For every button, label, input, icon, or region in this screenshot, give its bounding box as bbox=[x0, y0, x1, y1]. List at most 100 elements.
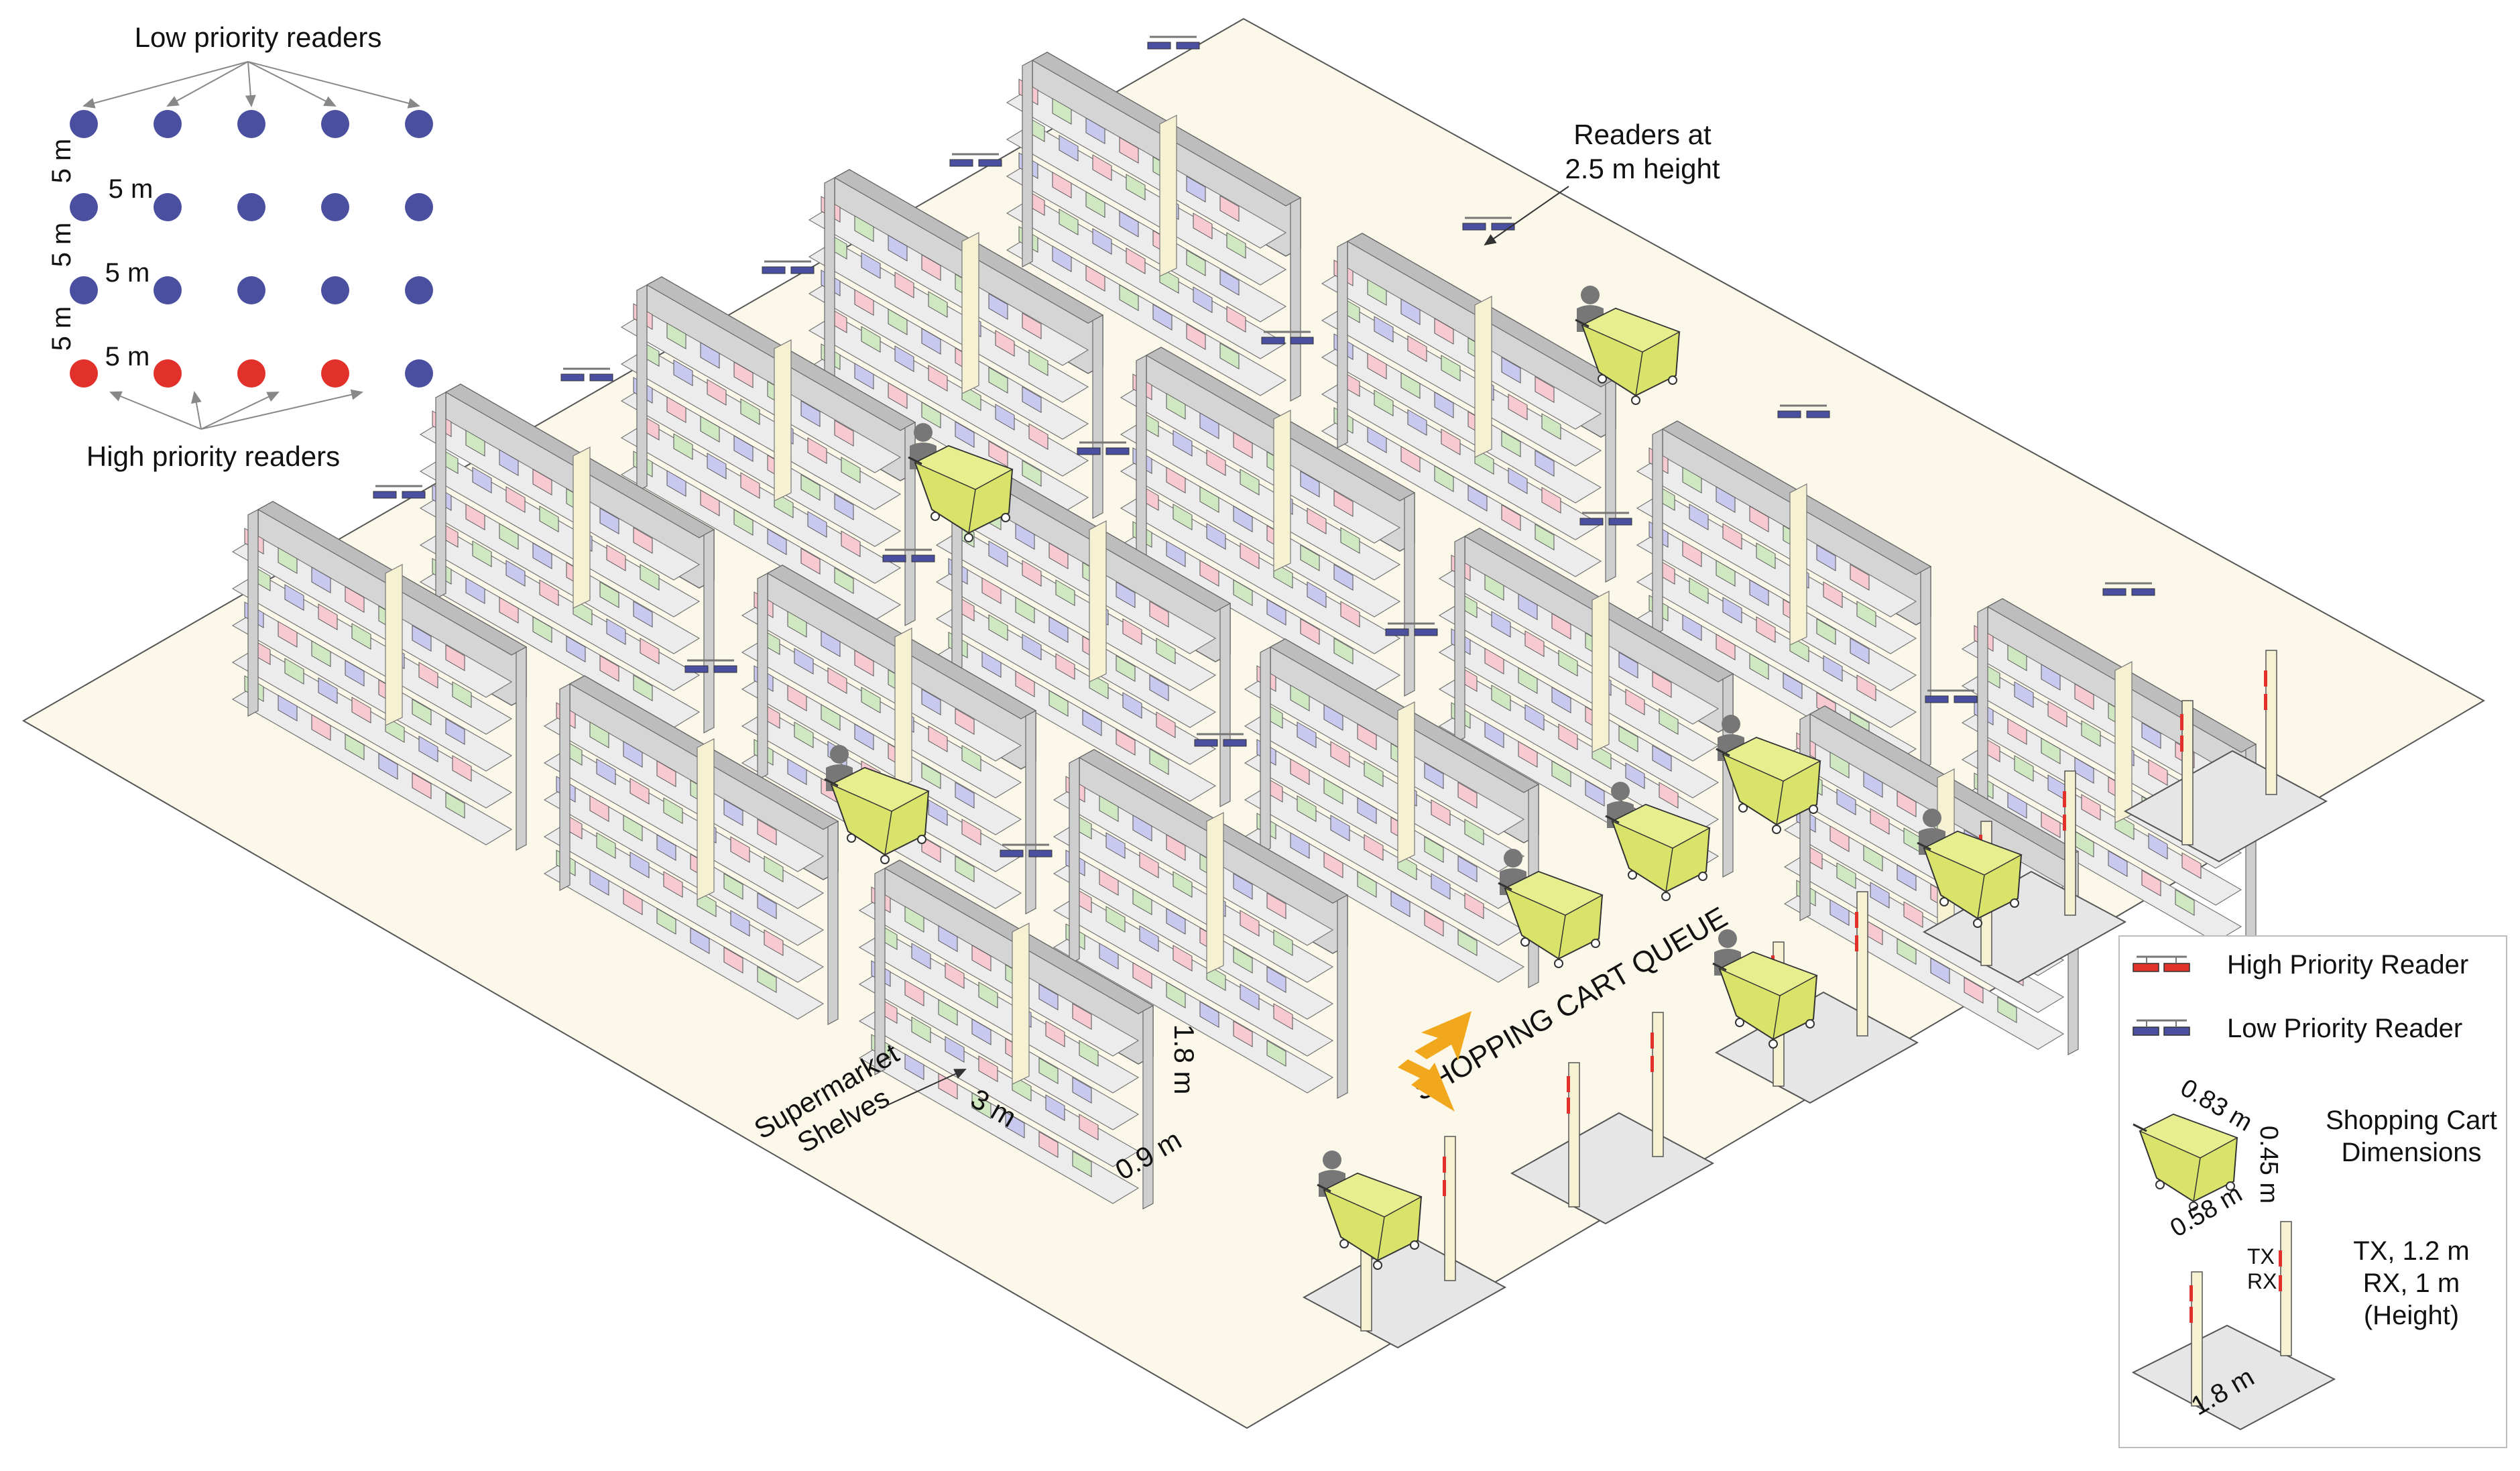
gate-tx-pole bbox=[2265, 650, 2277, 795]
product-box bbox=[1524, 704, 1545, 731]
product-box bbox=[981, 651, 1002, 678]
shopper-head bbox=[1504, 849, 1522, 868]
product-box bbox=[640, 638, 660, 664]
product-box bbox=[1193, 213, 1213, 239]
product-box bbox=[787, 685, 807, 711]
legend-panel: TX RX 1.8 m 0.83 m 0.45 m 0.58 m High Pr… bbox=[2118, 935, 2507, 1448]
gate-rx-pole bbox=[2181, 700, 2194, 845]
product-box bbox=[1126, 247, 1146, 274]
shelf-board bbox=[543, 784, 825, 946]
shelf-board bbox=[1636, 455, 1917, 617]
shelf-board bbox=[1321, 341, 1602, 504]
product-box bbox=[1038, 1057, 1059, 1084]
product-box bbox=[599, 581, 619, 608]
product-box bbox=[800, 548, 821, 575]
shopping-cart bbox=[908, 423, 1014, 542]
product-box bbox=[894, 345, 914, 372]
overhead-readers bbox=[373, 36, 2155, 858]
product-box bbox=[1424, 762, 1444, 789]
product-box bbox=[723, 947, 743, 974]
product-box bbox=[1340, 601, 1360, 628]
product-box bbox=[666, 470, 686, 497]
product-box bbox=[904, 1053, 924, 1080]
product-box bbox=[1856, 601, 1876, 628]
product-box bbox=[834, 493, 854, 520]
product-box bbox=[1166, 982, 1186, 1008]
shelf-side-panel bbox=[435, 392, 446, 599]
product-box bbox=[2014, 681, 2034, 708]
shelf-divider bbox=[1012, 923, 1030, 1085]
product-box bbox=[1716, 486, 1736, 513]
product-box bbox=[928, 725, 948, 752]
product-box bbox=[311, 640, 331, 667]
shelf-board bbox=[231, 683, 513, 845]
shelf-side-panel bbox=[757, 573, 768, 780]
product-box bbox=[945, 1036, 965, 1063]
shelf-side-panel bbox=[1025, 710, 1036, 915]
low-priority-reader-icon bbox=[1385, 622, 1438, 636]
product-box bbox=[1618, 652, 1638, 679]
product-box bbox=[1829, 752, 1850, 778]
reader-layout-inset: 5 m5 m5 m5 m5 m5 m bbox=[47, 61, 433, 430]
queue-arrow-lower bbox=[1398, 1059, 1455, 1112]
shelf-unit bbox=[1053, 749, 1349, 1099]
low-priority-reader-icon bbox=[1147, 36, 1200, 50]
product-box bbox=[1240, 542, 1260, 569]
low-priority-reader-icon bbox=[560, 367, 613, 381]
product-box bbox=[633, 601, 653, 628]
cart-wheel bbox=[1735, 1018, 1744, 1027]
shopping-carts bbox=[824, 286, 2023, 1270]
spacing-label-vertical: 5 m bbox=[47, 139, 76, 184]
product-box bbox=[452, 755, 472, 782]
shopping-cart bbox=[824, 745, 930, 864]
product-box bbox=[827, 667, 847, 694]
product-box bbox=[723, 873, 743, 900]
shelf-board bbox=[1006, 234, 1287, 396]
cart-wheel bbox=[1772, 825, 1781, 834]
product-box bbox=[988, 367, 1008, 394]
product-box bbox=[1357, 871, 1377, 898]
low-priority-pointer bbox=[82, 61, 249, 109]
product-box bbox=[2007, 718, 2027, 745]
product-box bbox=[1199, 412, 1219, 439]
low-priority-reader-icon bbox=[1777, 404, 1830, 418]
product-box bbox=[904, 906, 924, 933]
cart-wheel bbox=[1410, 1240, 1419, 1250]
product-box bbox=[971, 1018, 992, 1045]
product-box bbox=[1233, 947, 1253, 974]
product-box bbox=[1105, 832, 1126, 859]
product-box bbox=[663, 797, 683, 824]
cart-wheel bbox=[1973, 919, 1982, 928]
product-box bbox=[1266, 966, 1286, 993]
product-box bbox=[629, 851, 650, 878]
shelf-board bbox=[808, 204, 1089, 366]
product-box bbox=[1300, 544, 1320, 571]
product-box bbox=[318, 603, 338, 630]
shelf-unit bbox=[935, 457, 1232, 807]
product-box bbox=[1407, 409, 1427, 436]
product-box bbox=[499, 449, 519, 476]
cart-wheel bbox=[1661, 892, 1671, 901]
product-box bbox=[2148, 833, 2168, 860]
product-box bbox=[978, 1055, 998, 1082]
product-box bbox=[1048, 542, 1069, 569]
low-priority-reader-icon bbox=[684, 659, 737, 673]
product-box bbox=[1330, 815, 1350, 841]
shelf-divider bbox=[1159, 115, 1177, 277]
product-box bbox=[673, 359, 693, 386]
product-box bbox=[1297, 721, 1317, 748]
product-box bbox=[1508, 467, 1528, 494]
product-box bbox=[1166, 540, 1186, 567]
product-box bbox=[995, 404, 1015, 430]
product-box bbox=[787, 758, 807, 785]
product-box bbox=[566, 636, 586, 662]
shelf-unit bbox=[1244, 638, 1540, 988]
product-box bbox=[465, 430, 485, 457]
product-box bbox=[1434, 318, 1454, 345]
product-box bbox=[1048, 690, 1069, 717]
cart-top bbox=[1718, 951, 1818, 996]
high-priority-antenna bbox=[1855, 912, 1858, 928]
shelf-unit bbox=[1636, 420, 1932, 770]
gate-rx-pole bbox=[1568, 1062, 1580, 1208]
shelf-board bbox=[808, 278, 1089, 440]
